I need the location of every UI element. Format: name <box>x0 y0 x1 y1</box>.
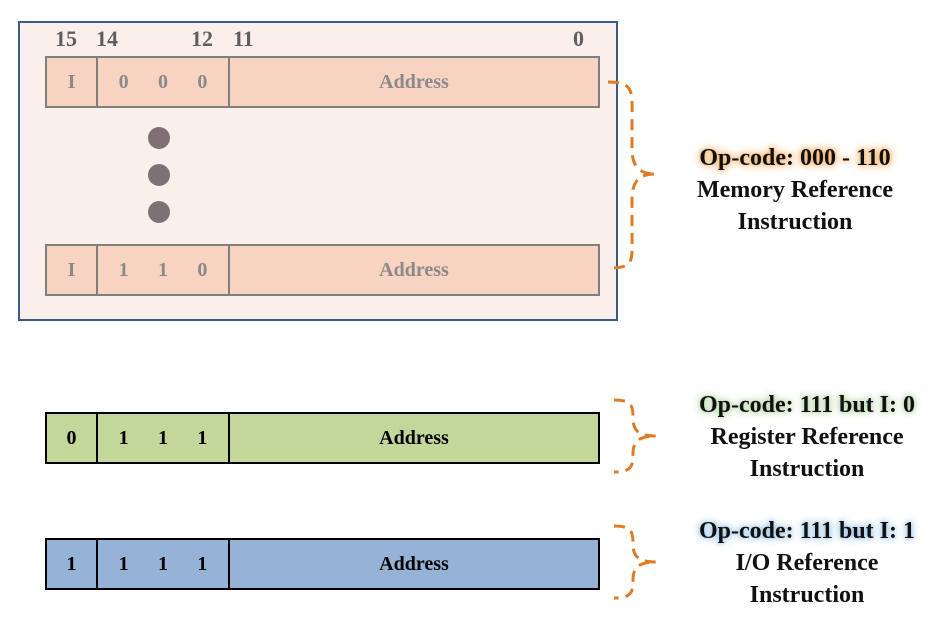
io-reference-label: Op-code: 111 but I: 1 I/O Reference Inst… <box>665 515 949 611</box>
bit-number-15: 15 <box>55 26 77 51</box>
io-opcode-label: Op-code: 111 but I: 1 <box>698 518 916 544</box>
bit-number-14: 14 <box>96 26 118 51</box>
io-curly-brace <box>613 524 657 600</box>
memory-desc-line1: Memory Reference <box>696 177 894 203</box>
opcode-bit: 1 <box>118 426 129 449</box>
bit-number-12: 12 <box>191 26 213 51</box>
address-cell: Address <box>228 414 598 462</box>
opcode-cell: 1 1 0 <box>96 246 228 294</box>
ellipsis-dot <box>148 127 170 149</box>
ellipsis-dot <box>148 164 170 186</box>
io-desc-line1: I/O Reference <box>735 550 879 576</box>
register-reference-label: Op-code: 111 but I: 0 Register Reference… <box>665 389 949 485</box>
memory-curly-brace <box>607 80 657 270</box>
opcode-bit: 0 <box>118 70 129 93</box>
address-cell: Address <box>228 540 598 588</box>
opcode-cell: 1 1 1 <box>96 414 228 462</box>
address-cell: Address <box>228 58 598 106</box>
indirect-bit-cell: 1 <box>66 552 77 575</box>
memory-opcode-label: Op-code: 000 - 110 <box>699 145 891 171</box>
memory-instruction-row-first: I 0 0 0 Address <box>45 56 600 108</box>
io-desc-line2: Instruction <box>749 582 865 608</box>
opcode-bit: 1 <box>157 426 168 449</box>
opcode-bit: 1 <box>157 258 168 281</box>
ellipsis-dot <box>148 201 170 223</box>
opcode-bit: 1 <box>118 552 129 575</box>
bit-number-0: 0 <box>573 26 584 51</box>
io-instruction-row: 1 1 1 1 Address <box>45 538 600 590</box>
memory-instruction-row-last: I 1 1 0 Address <box>45 244 600 296</box>
opcode-bit: 1 <box>197 426 208 449</box>
memory-reference-label: Op-code: 000 - 110 Memory Reference Inst… <box>650 142 940 238</box>
opcode-cell: 1 1 1 <box>96 540 228 588</box>
register-opcode-label: Op-code: 111 but I: 0 <box>698 392 916 418</box>
memory-desc-line2: Instruction <box>737 209 853 235</box>
register-instruction-row: 0 1 1 1 Address <box>45 412 600 464</box>
opcode-bit: 1 <box>197 552 208 575</box>
indirect-bit-cell: 0 <box>66 426 77 449</box>
opcode-bit: 1 <box>157 552 168 575</box>
register-desc-line2: Instruction <box>749 456 865 482</box>
indirect-bit-cell: I <box>67 70 76 93</box>
register-desc-line1: Register Reference <box>710 424 904 450</box>
address-cell: Address <box>228 246 598 294</box>
indirect-bit-cell: I <box>67 258 76 281</box>
opcode-bit: 1 <box>118 258 129 281</box>
opcode-bit: 0 <box>157 70 168 93</box>
opcode-cell: 0 0 0 <box>96 58 228 106</box>
opcode-bit: 0 <box>197 258 208 281</box>
bit-number-11: 11 <box>233 26 254 51</box>
opcode-bit: 0 <box>197 70 208 93</box>
register-curly-brace <box>613 398 657 474</box>
